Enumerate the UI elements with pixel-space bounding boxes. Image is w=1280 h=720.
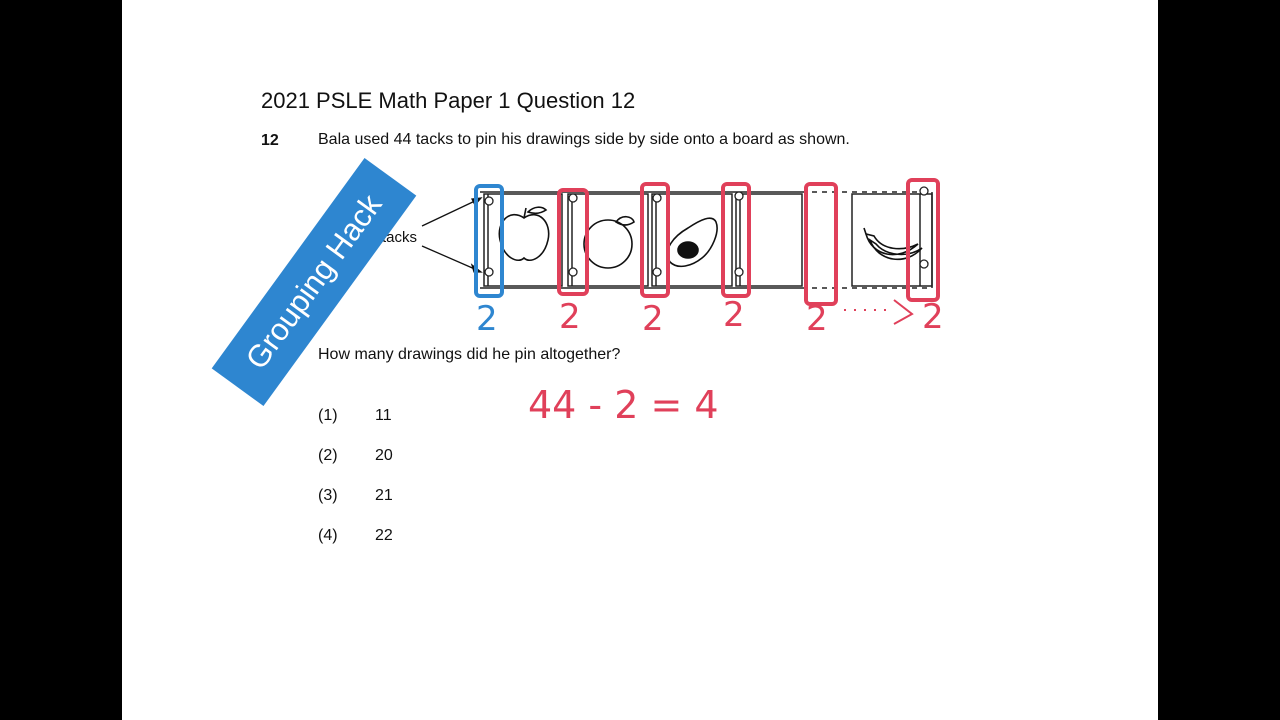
highlight-box: [557, 188, 589, 296]
tacks: [484, 186, 929, 277]
orange-icon: [583, 215, 635, 269]
question-text: Bala used 44 tacks to pin his drawings s…: [318, 131, 850, 148]
continuation-arrow: [844, 299, 914, 325]
grouping-hack-banner: Grouping Hack: [211, 158, 417, 406]
group-count: 2: [476, 299, 498, 339]
option-value: 11: [375, 407, 392, 424]
avocado-icon: [666, 217, 718, 268]
working-equation: 44 - 2 = 4: [528, 383, 719, 427]
question-number: 12: [261, 132, 279, 149]
option-value: 22: [375, 527, 393, 544]
option-label: (3): [318, 487, 338, 504]
group-count: 2: [806, 299, 828, 339]
group-highlights: [474, 178, 940, 306]
group-count: 2: [642, 299, 664, 339]
option-4[interactable]: (4) 22: [318, 527, 393, 545]
page-title: 2021 PSLE Math Paper 1 Question 12: [261, 88, 636, 113]
option-label: (4): [318, 527, 338, 544]
option-2[interactable]: (2) 20: [318, 447, 393, 465]
question-ask: How many drawings did he pin altogether?: [318, 346, 621, 363]
tack-icon: [484, 196, 494, 206]
option-value: 20: [375, 447, 393, 464]
highlight-box: [721, 182, 751, 298]
highlight-box: [804, 182, 838, 306]
apple-icon: [498, 206, 550, 262]
banana-icon: [863, 227, 923, 261]
highlight-box: [906, 178, 940, 302]
tack-icon: [734, 267, 744, 277]
option-value: 21: [375, 487, 393, 504]
board-outline: [480, 191, 933, 289]
tack-arrows: [421, 197, 483, 273]
tack-icon: [652, 193, 662, 203]
tack-icon: [568, 267, 578, 277]
option-3[interactable]: (3) 21: [318, 487, 393, 505]
tack-icon: [919, 259, 929, 269]
worksheet-page: 2021 PSLE Math Paper 1 Question 12 12 Ba…: [122, 0, 1158, 720]
banner-text: Grouping Hack: [238, 187, 389, 376]
group-count: 2: [922, 297, 944, 337]
highlight-box: [640, 182, 670, 298]
highlight-box: [474, 184, 504, 298]
tack-icon: [734, 191, 744, 201]
tack-icon: [484, 267, 494, 277]
tack-icon: [568, 193, 578, 203]
tack-icon: [652, 267, 662, 277]
option-label: (1): [318, 407, 338, 424]
group-count: 2: [559, 297, 581, 337]
option-1[interactable]: (1) 11: [318, 407, 392, 425]
option-label: (2): [318, 447, 338, 464]
tack-icon: [919, 186, 929, 196]
group-count: 2: [723, 295, 745, 335]
